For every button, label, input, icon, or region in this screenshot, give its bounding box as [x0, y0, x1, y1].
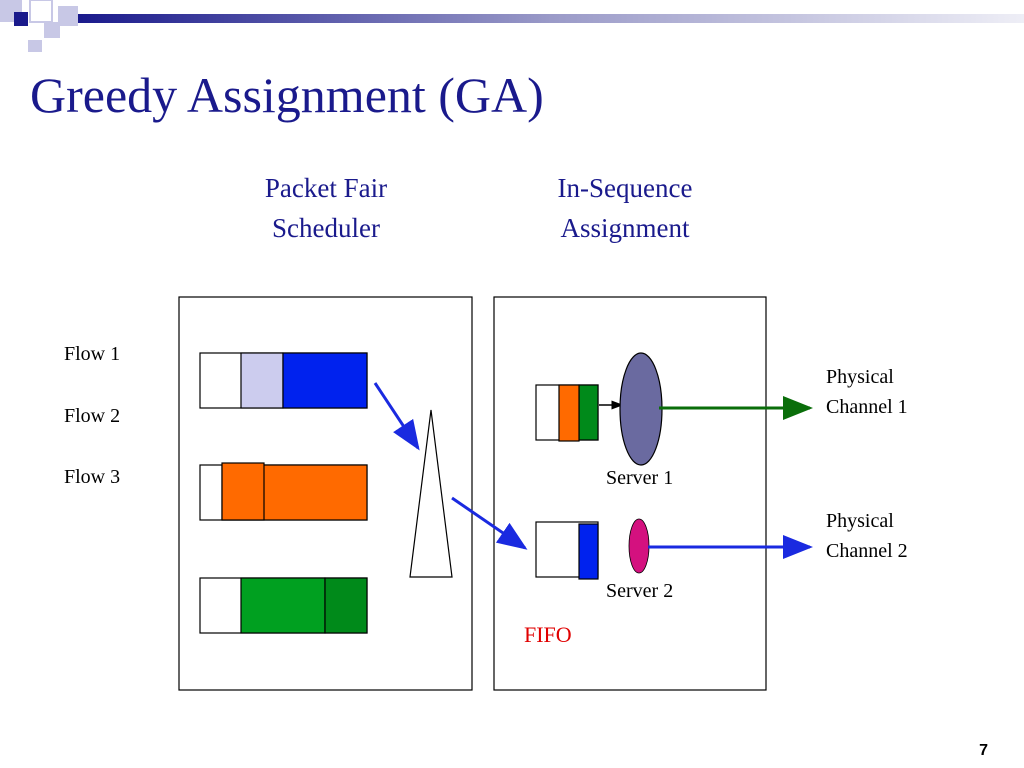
flow3-queue: [199, 577, 368, 634]
fifo1-packet: [558, 384, 580, 442]
server1-ellipse: [619, 352, 663, 466]
corner-square: [44, 22, 60, 38]
flow2-packet: [221, 462, 265, 521]
channel1-label-line2: Channel 1: [826, 396, 908, 418]
scheduler-to-fifo-arrow: [451, 496, 528, 550]
flow1-packet: [282, 352, 368, 409]
flow2-queue: [199, 462, 368, 521]
slide-title: Greedy Assignment (GA): [30, 67, 544, 123]
corner-square: [29, 0, 53, 23]
channel1-label-line1: Physical: [826, 366, 894, 388]
channel2-label: Physical Channel 2: [826, 506, 908, 566]
header-bar: [78, 14, 1024, 23]
corner-square: [28, 40, 42, 52]
corner-square: [58, 6, 78, 26]
scheduler-header-line1: Packet Fair: [264, 173, 388, 203]
fifo2-packet: [578, 523, 599, 580]
corner-square-dark: [14, 12, 28, 26]
fifo-label: FIFO: [524, 622, 572, 647]
fifo2-queue: [535, 521, 599, 580]
server2-ellipse: [628, 518, 650, 574]
assignment-header: In-Sequence Assignment: [520, 168, 730, 248]
flow3-packet: [324, 577, 368, 634]
fifo1-queue: [535, 384, 599, 442]
flow1-label: Flow 1: [64, 343, 121, 365]
scheduler-triangle: [409, 409, 453, 578]
scheduler-header: Packet Fair Scheduler: [236, 168, 416, 248]
server1-label: Server 1: [606, 467, 674, 489]
channel2-label-line1: Physical: [826, 510, 894, 532]
fifo1-packet: [578, 384, 599, 441]
flow-to-scheduler-arrow: [373, 382, 420, 451]
flow2-label: Flow 2: [64, 405, 121, 427]
server2-label: Server 2: [606, 580, 674, 602]
scheduler-header-line2: Scheduler: [272, 213, 380, 243]
page-number: 7: [979, 742, 988, 759]
flow1-queue: [199, 352, 368, 409]
channel2-label-line2: Channel 2: [826, 540, 908, 562]
flow3-label: Flow 3: [64, 466, 121, 488]
channel1-label: Physical Channel 1: [826, 362, 908, 422]
assignment-header-line1: In-Sequence: [557, 173, 693, 203]
flow3-packet: [240, 577, 326, 634]
assignment-header-line2: Assignment: [560, 213, 690, 243]
flow1-packet: [240, 352, 284, 409]
